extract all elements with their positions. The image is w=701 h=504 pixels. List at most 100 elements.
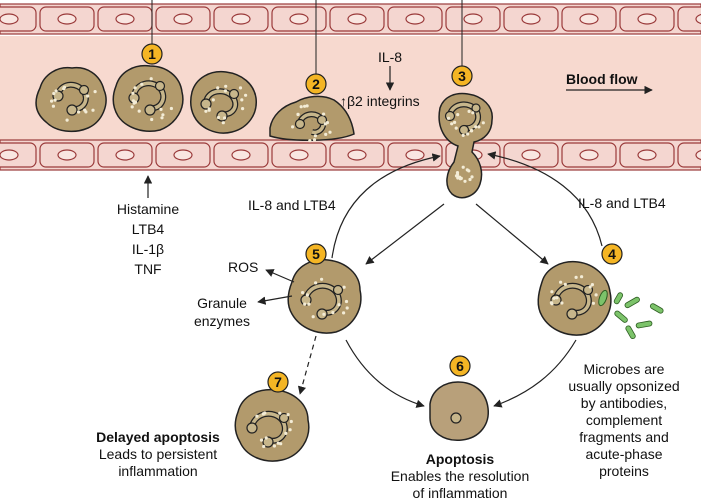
- label-il1b: IL-1β: [132, 241, 164, 257]
- granule-dot: [474, 125, 478, 129]
- granule-dot: [238, 86, 243, 90]
- endothelial-nucleus: [57, 149, 77, 161]
- step-badge-5: 5: [305, 243, 327, 265]
- granule-dot: [140, 82, 144, 86]
- step-badge-6: 6: [449, 355, 471, 377]
- granule-dot: [337, 303, 341, 307]
- granule-dot: [458, 177, 462, 181]
- granule-dot: [224, 84, 228, 88]
- neutrophil-rolling-2: [112, 64, 184, 132]
- granule-dot: [328, 130, 332, 134]
- arrow-loop-right: [487, 151, 603, 247]
- granule-dot: [590, 283, 595, 287]
- endothelial-cell: [677, 142, 701, 168]
- granule-dot: [312, 138, 317, 142]
- vessel-wall-top: [0, 3, 701, 35]
- arrow-loop-left: [331, 153, 441, 259]
- granule-dot: [455, 171, 460, 175]
- granule-dot: [223, 89, 227, 93]
- microbes: [613, 292, 664, 340]
- label-delayed-line-2: inflammation: [118, 463, 197, 479]
- granule-dot: [324, 132, 328, 136]
- granule-dot: [580, 275, 584, 279]
- microbes-line: Microbes are: [584, 361, 665, 377]
- label-delayed-line-1: Leads to persistent: [99, 446, 217, 462]
- granule-dot: [465, 168, 469, 172]
- svg-text:4: 4: [608, 246, 616, 262]
- granule-dot: [50, 99, 54, 103]
- endothelial-cell: [677, 6, 701, 32]
- granule-dot: [307, 302, 311, 306]
- endothelial-nucleus: [347, 149, 367, 161]
- granule-dot: [54, 89, 58, 93]
- granule-dot: [53, 98, 57, 102]
- granule-dot: [461, 133, 465, 137]
- granule-dot: [159, 107, 163, 111]
- endothelial-nucleus: [289, 149, 309, 161]
- granule-dot: [342, 311, 346, 315]
- microbes-line: usually opsonized: [568, 378, 679, 394]
- neutrophil-adherent: [269, 95, 355, 141]
- granule-dot: [133, 100, 138, 104]
- granule-dot: [471, 111, 475, 115]
- granule-dot: [289, 419, 293, 424]
- granule-dot: [345, 306, 349, 310]
- granule-dot: [450, 122, 454, 126]
- granule-dot: [563, 282, 567, 286]
- arrow-to-7: [297, 335, 317, 395]
- granule-dot: [216, 86, 220, 90]
- granule-dot: [259, 438, 264, 442]
- label-ltb4: LTB4: [132, 221, 165, 237]
- svg-text:6: 6: [456, 358, 464, 374]
- granule-dot: [240, 98, 244, 102]
- arrow-ros: [265, 269, 295, 283]
- vessel-wall-bottom: [0, 139, 701, 171]
- granule-dot: [288, 428, 292, 432]
- granule-dot: [264, 436, 268, 440]
- endothelial-nucleus: [695, 149, 701, 161]
- endothelial-nucleus: [57, 13, 77, 25]
- endothelial-nucleus: [579, 149, 599, 161]
- arrow-to-5: [365, 203, 445, 265]
- granule-dot: [331, 311, 335, 315]
- arrow-4-to-6: [493, 339, 577, 408]
- endothelial-nucleus: [173, 13, 193, 25]
- granule-dot: [481, 121, 485, 125]
- granule-dot: [255, 414, 259, 418]
- granule-dot: [550, 290, 554, 294]
- granule-dot: [314, 281, 318, 285]
- endothelial-nucleus: [521, 149, 541, 161]
- step-badge-2: 2: [305, 73, 327, 95]
- arrows: [143, 66, 653, 408]
- granule-dot: [51, 104, 56, 108]
- label-apoptosis: Apoptosis: [426, 451, 495, 467]
- granule-dot: [468, 177, 472, 182]
- granule-dot: [286, 413, 290, 417]
- endothelial-nucleus: [289, 13, 309, 25]
- granule-dot: [305, 104, 309, 108]
- granule-dot: [320, 277, 324, 281]
- granule-dot: [466, 132, 470, 136]
- label-granule-enzymes-1: Granule: [197, 295, 247, 311]
- granule-dot: [574, 275, 578, 279]
- endothelial-nucleus: [637, 13, 657, 25]
- neutrophil-delayed: [234, 388, 310, 462]
- granule-dot: [291, 125, 295, 129]
- endothelial-nucleus: [173, 149, 193, 161]
- granule-dot: [477, 125, 481, 129]
- endothelial-nucleus: [579, 13, 599, 25]
- granule-dot: [207, 107, 211, 111]
- label-il8-ltb4-left: IL-8 and LTB4: [248, 197, 336, 213]
- endothelial-nucleus: [637, 149, 657, 161]
- microbes-line: acute-phase: [585, 446, 662, 462]
- granule-dot: [311, 315, 315, 319]
- svg-text:1: 1: [148, 46, 156, 62]
- granule-dot: [588, 285, 592, 289]
- granule-dot: [555, 296, 559, 300]
- granule-dot: [137, 109, 141, 113]
- granule-dot: [221, 121, 225, 125]
- neutrophil-phagocytosing: [537, 260, 612, 336]
- granule-dot: [263, 411, 267, 415]
